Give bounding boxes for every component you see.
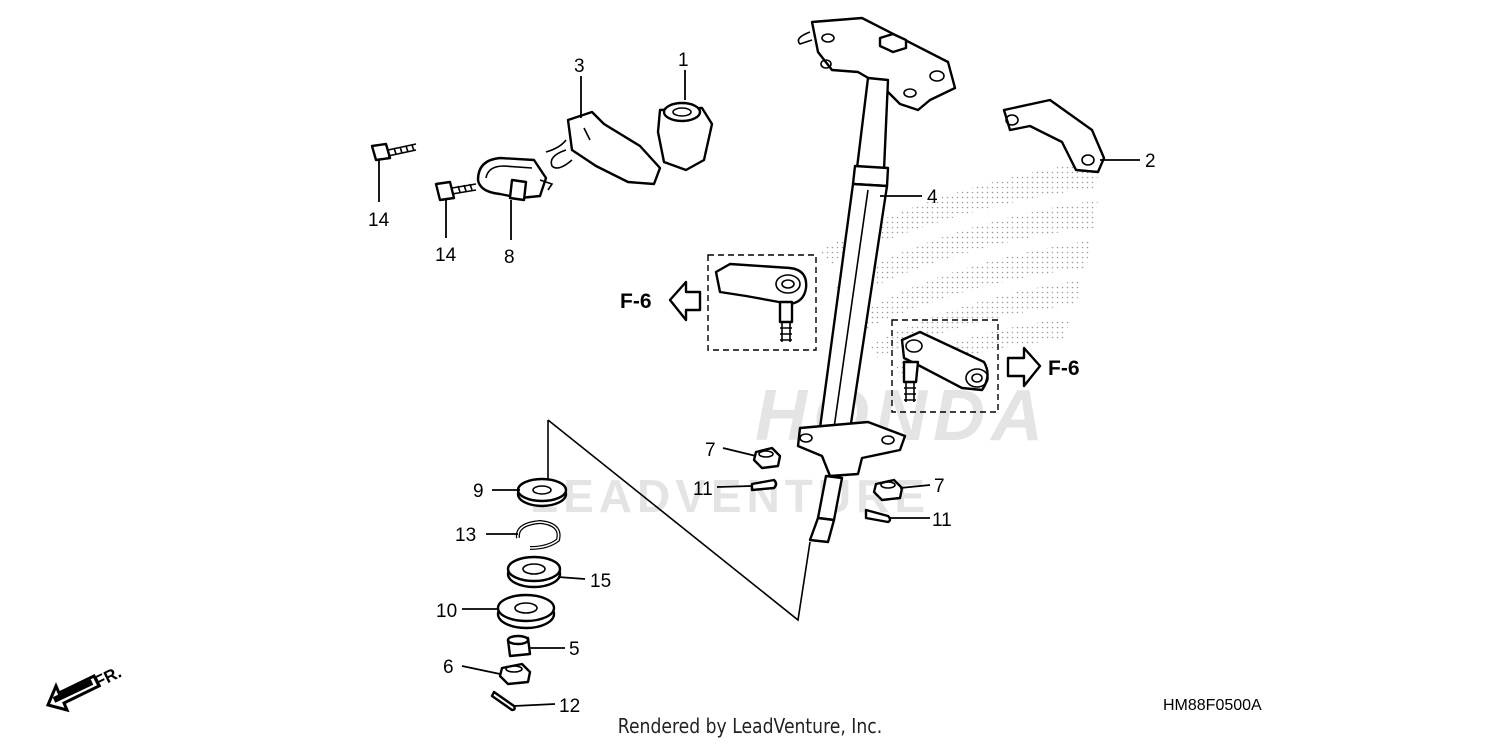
seal-9 (516, 477, 568, 508)
clamp (476, 156, 554, 202)
bolt-lower (434, 180, 477, 202)
nut-7-left (752, 446, 782, 470)
nut-6 (498, 662, 532, 686)
leader-lines (378, 70, 1140, 707)
bearing-10 (496, 593, 556, 630)
front-direction-arrow-icon: FR. (45, 663, 124, 713)
bolt-upper (370, 142, 417, 162)
callout-14-lower: 14 (435, 245, 457, 266)
callout-1: 1 (678, 50, 689, 71)
steering-shaft (796, 16, 957, 544)
circlip-13 (515, 519, 561, 550)
callout-7-left: 7 (705, 440, 716, 461)
callout-14-upper: 14 (368, 210, 390, 231)
ref-label-right: F-6 (1048, 357, 1080, 380)
callout-8: 8 (504, 247, 515, 268)
callout-15: 15 (590, 571, 611, 592)
rubber-bush (656, 101, 714, 172)
callout-4: 4 (927, 187, 938, 208)
callout-13: 13 (455, 525, 476, 546)
callout-7-right: 7 (934, 476, 945, 497)
bearing-15 (506, 555, 562, 589)
callout-11-left: 11 (693, 479, 713, 500)
callout-9: 9 (473, 481, 484, 502)
tie-rod-end-left (707, 254, 817, 351)
bracket-right (1002, 98, 1106, 174)
callout-2: 2 (1145, 151, 1156, 172)
ref-arrow-left (668, 280, 702, 322)
callout-11-right: 11 (932, 510, 952, 531)
assembly-guide-line (547, 419, 811, 622)
ref-label-left: F-6 (620, 290, 652, 313)
callout-12: 12 (559, 696, 580, 717)
brand-watermark: HONDA LEADVENTURE (530, 376, 1043, 522)
honda-wing-watermark (820, 160, 1100, 378)
footer-credit: Rendered by LeadVenture, Inc. (617, 714, 883, 738)
callout-6: 6 (443, 657, 454, 678)
cotter-pin-11-left (750, 478, 778, 492)
cotter-pin-11-right (864, 508, 892, 524)
cotter-pin-12 (490, 690, 516, 712)
callout-3: 3 (574, 56, 585, 77)
ref-arrow-right (1006, 346, 1042, 388)
collar-5 (506, 634, 532, 658)
holder (545, 110, 662, 186)
tie-rod-end-right (891, 319, 999, 413)
nut-7-right (872, 478, 904, 502)
callout-10: 10 (436, 601, 457, 622)
callout-5: 5 (569, 639, 580, 660)
diagram-code: HM88F0500A (1163, 697, 1262, 714)
svg-text:LEADVENTURE: LEADVENTURE (530, 470, 930, 522)
